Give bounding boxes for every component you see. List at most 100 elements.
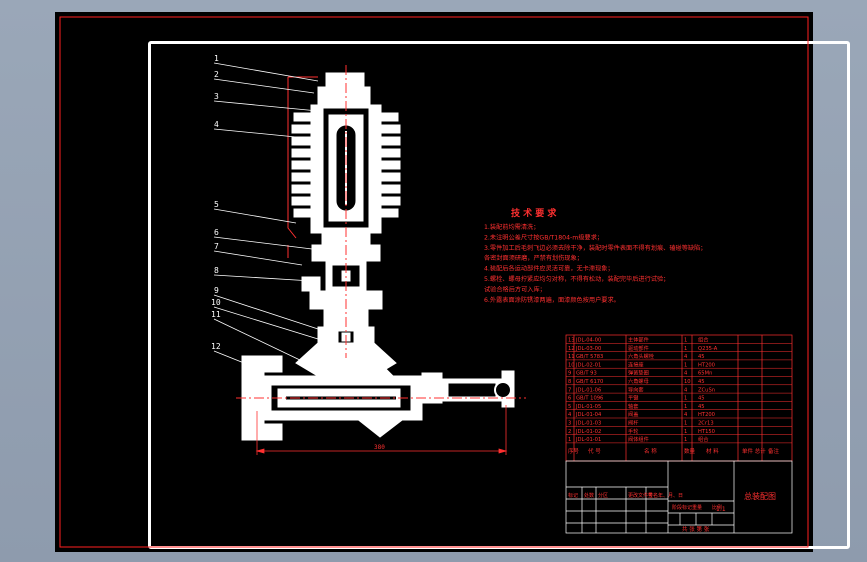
bom-cell-index: 11 xyxy=(568,354,575,360)
bom-cell-material: 45 xyxy=(698,396,705,402)
bom-cell-name: 连接座 xyxy=(628,360,644,368)
bom-cell-code: JDL-01-06 xyxy=(575,387,601,393)
bom-cell-code: GB/T 1096 xyxy=(576,396,603,402)
dimension-380 xyxy=(255,405,508,455)
title-block xyxy=(565,460,793,534)
bom-cell-index: 10 xyxy=(568,362,575,368)
bom-cell-qty: 1 xyxy=(684,362,687,368)
bom-cell-name: 阀杆 xyxy=(628,419,638,427)
centerlines xyxy=(236,65,526,399)
bom-cell-name: 阀体组件 xyxy=(628,435,649,443)
bom-cell-qty: 1 xyxy=(684,421,687,427)
technical-note-line: 1.装配前均需清洗； xyxy=(484,223,539,231)
technical-note-line: 3.零件加工后毛刺飞边必须去除干净，装配时零件表面不得有划痕、磕碰等缺陷； xyxy=(484,244,706,252)
bom-cell-material: 45 xyxy=(698,379,705,385)
leader-lines xyxy=(213,62,319,364)
bom-cell-material: Q235-A xyxy=(698,346,718,352)
assembly-drawing: 1 2 3 4 5 6 7 8 9 10 11 12 380 技 术 要 求 1… xyxy=(59,16,809,548)
notes-title: 技 术 要 求 xyxy=(511,207,557,219)
bom-cell-qty: 4 xyxy=(684,354,688,360)
bom-cell-material: HT200 xyxy=(698,412,715,418)
part-number-6: 6 xyxy=(214,228,219,237)
bom-cell-name: 平键 xyxy=(628,394,638,402)
technical-note-line: 4.装配后各运动部件应灵活可靠，无卡滞现象； xyxy=(484,265,614,273)
bom-cell-qty: 1 xyxy=(684,396,687,402)
bom-cell-code: GB/T 5783 xyxy=(576,354,603,360)
part-number-3: 3 xyxy=(214,92,219,101)
sheet-frame xyxy=(59,16,809,548)
bom-cell-index: 12 xyxy=(568,346,575,352)
bom-cell-qty: 4 xyxy=(684,371,688,377)
bom-cell-material: 组合 xyxy=(698,435,709,443)
part-number-7: 7 xyxy=(214,242,219,251)
sheet-count: 共 张 第 张 xyxy=(682,525,710,533)
cad-viewport[interactable]: 1 2 3 4 5 6 7 8 9 10 11 12 380 技 术 要 求 1… xyxy=(55,12,850,552)
bom-row: 7 JDL-01-06 导向套 4 ZCuSn xyxy=(566,385,792,394)
bom-header-cell: 单件 总计 xyxy=(742,447,766,455)
bom-header-cell: 名 称 xyxy=(644,447,657,455)
bom-header-cell: 序号 xyxy=(568,447,580,455)
bom-cell-qty: 10 xyxy=(684,379,691,385)
bom-cell-name: 六角头螺栓 xyxy=(628,352,655,360)
bom-cell-name: 导向套 xyxy=(628,385,644,393)
part-number-10: 10 xyxy=(211,298,221,307)
bom-cell-code: JDL-04-00 xyxy=(575,338,601,344)
bom-cell-material: 45 xyxy=(698,404,705,410)
title-block-label: 更改文件号 xyxy=(628,492,653,499)
title-block-stage-label: 比例 xyxy=(712,504,722,511)
bom-cell-name: 主体部件 xyxy=(628,336,649,344)
bom-cell-code: JDL-03-00 xyxy=(575,346,601,352)
bom-cell-code: JDL-01-05 xyxy=(575,404,601,410)
title-block-label: 处数 xyxy=(584,492,594,499)
bom-cell-name: 六角螺母 xyxy=(628,377,649,385)
bom-header-cell: 代 号 xyxy=(588,447,601,455)
bom-cell-index: 2 xyxy=(568,429,571,435)
part-number-labels: 1 2 3 4 5 6 7 8 9 10 11 12 xyxy=(211,54,221,351)
bom-cell-material: HT200 xyxy=(698,362,715,368)
bom-cell-name: 手轮 xyxy=(628,427,638,435)
part-number-2: 2 xyxy=(214,70,219,79)
part-number-4: 4 xyxy=(214,120,219,129)
bom-cell-material: 2Cr13 xyxy=(698,421,714,427)
bom-cell-index: 8 xyxy=(568,379,571,385)
drawing-name: 总装配图 xyxy=(744,491,776,501)
part-number-9: 9 xyxy=(214,286,219,295)
bom-header-cell: 材 料 xyxy=(706,447,719,455)
bom-header-cell: 备注 xyxy=(768,447,780,455)
bom-cell-material: HT150 xyxy=(698,429,715,435)
bom-cell-index: 7 xyxy=(568,387,571,393)
title-block-label: 年、月、日 xyxy=(658,492,683,499)
drawing-scale: 1:1 xyxy=(716,506,726,513)
bom-cell-index: 13 xyxy=(568,338,575,344)
part-number-8: 8 xyxy=(214,266,219,275)
technical-note-line: 2.未注明公差尺寸按GB/T1804-m级要求； xyxy=(484,233,603,241)
technical-note-line: 各密封面须研磨，严禁有划伤现象； xyxy=(484,254,583,262)
bom-cell-name: 阀盖 xyxy=(628,410,638,418)
technical-notes: 技 术 要 求 1.装配前均需清洗； 2.未注明公差尺寸按GB/T1804-m级要… xyxy=(484,207,706,304)
technical-note-line: 试验合格后方可入库； xyxy=(484,285,546,293)
bom-cell-qty: 1 xyxy=(684,437,687,443)
bom-cell-index: 5 xyxy=(568,404,571,410)
title-block-labels: 标记处数分区更改文件号签名年、月、日阶段标记重量比例 xyxy=(568,492,722,511)
bom-cell-material: ZCuSn xyxy=(698,387,715,393)
bom-cell-index: 3 xyxy=(568,421,571,427)
bom-cell-index: 4 xyxy=(568,412,572,418)
part-number-11: 11 xyxy=(211,310,221,319)
part-number-1: 1 xyxy=(214,54,219,63)
bom-header-cell: 数量 xyxy=(684,447,696,455)
bom-cell-material: 45 xyxy=(698,354,705,360)
bom-cell-qty: 4 xyxy=(684,387,688,393)
title-block-stage-label: 阶段标记 xyxy=(672,504,692,511)
part-number-5: 5 xyxy=(214,200,219,209)
part-number-12: 12 xyxy=(211,342,221,351)
